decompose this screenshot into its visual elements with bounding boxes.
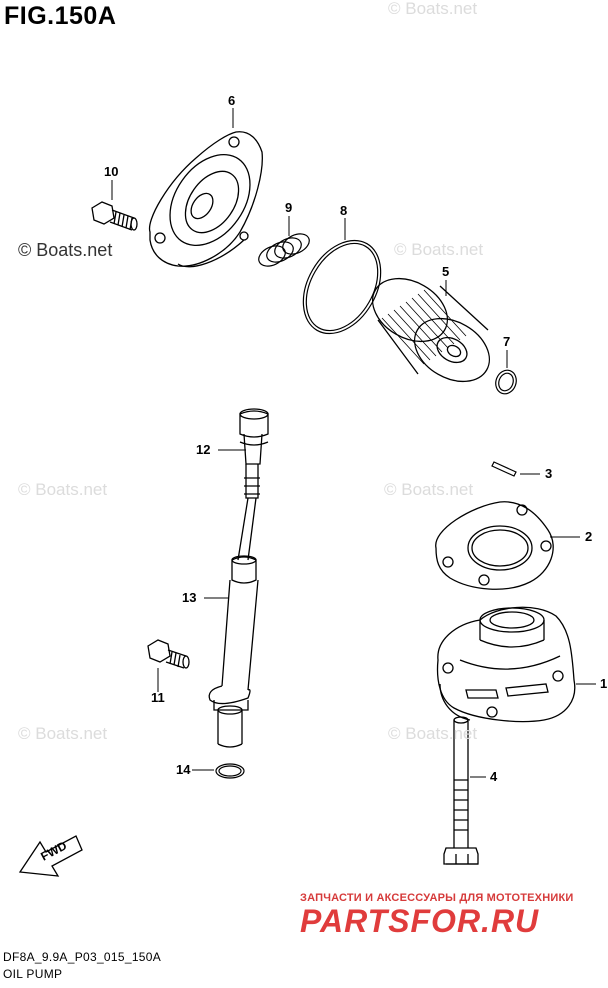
branding-tagline: ЗАПЧАСТИ И АКСЕССУАРЫ ДЛЯ МОТОТЕХНИКИ <box>300 892 574 904</box>
callout-5: 5 <box>442 264 450 279</box>
model-code: DF8A_9.9A_P03_015_150A <box>3 950 162 964</box>
callout-6: 6 <box>228 93 236 108</box>
filter-cover-drawing <box>148 131 263 268</box>
fwd-arrow-icon <box>18 835 83 877</box>
branding-logo: PARTSFOR.RU <box>300 903 540 939</box>
watermark-dark: © Boats.net <box>18 240 113 260</box>
figure-title: FIG.150A <box>4 2 117 30</box>
watermark: © Boats.net <box>18 724 108 743</box>
callout-8: 8 <box>340 203 348 218</box>
leader-lines <box>111 108 596 778</box>
oil-pump-body-drawing <box>436 606 576 723</box>
callout-10: 10 <box>104 164 119 179</box>
dipstick-drawing <box>237 408 269 561</box>
o-ring-small-drawing <box>495 369 517 395</box>
pin-drawing <box>491 461 517 477</box>
o-ring-large-drawing <box>302 239 382 335</box>
gasket-drawing <box>435 501 554 590</box>
callout-9: 9 <box>285 200 293 215</box>
watermark: © Boats.net <box>388 724 478 743</box>
callout-1: 1 <box>600 676 608 691</box>
bolt-4-drawing <box>443 716 479 865</box>
watermark: © Boats.net <box>18 480 108 499</box>
watermark: © Boats.net <box>394 240 484 259</box>
figure-caption: OIL PUMP <box>3 967 63 981</box>
callout-3: 3 <box>545 466 553 481</box>
dipstick-guide-drawing <box>208 555 259 748</box>
bolt-11-drawing <box>147 639 190 669</box>
callout-7: 7 <box>503 334 511 349</box>
callout-2: 2 <box>585 529 593 544</box>
callout-14: 14 <box>176 762 191 777</box>
callout-4: 4 <box>490 769 498 784</box>
oil-filter-drawing <box>371 277 491 383</box>
watermark: © Boats.net <box>388 0 478 18</box>
callout-11: 11 <box>151 690 165 705</box>
o-ring-14-drawing <box>215 763 245 779</box>
watermark: © Boats.net <box>384 480 474 499</box>
spring-drawing <box>258 233 310 267</box>
callout-12: 12 <box>196 442 211 457</box>
callout-13: 13 <box>182 590 197 605</box>
bolt-10-drawing <box>91 201 138 231</box>
